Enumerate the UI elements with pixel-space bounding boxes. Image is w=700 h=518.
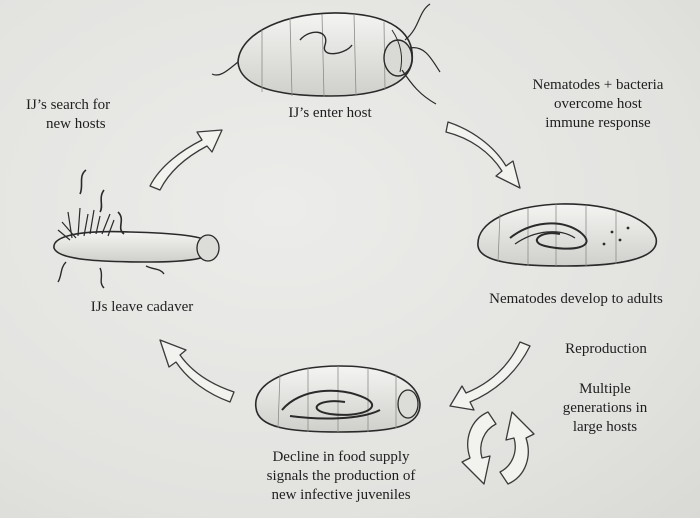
arrow-develop-to-decline	[450, 342, 530, 410]
larva-bottom-reproduction	[256, 366, 420, 432]
label-decline-line3: new infective juveniles	[230, 486, 452, 505]
label-search-hosts: IJ’s search for new hosts	[26, 96, 110, 134]
label-multiple-line1: Multiple	[540, 380, 670, 399]
label-decline-line1: Decline in food supply	[230, 448, 452, 467]
larva-left-cadaver	[54, 170, 219, 288]
label-overcome-immune: Nematodes + bacteria overcome host immun…	[506, 76, 690, 133]
label-decline-line2: signals the production of	[230, 467, 452, 486]
arrow-search-to-enter	[150, 130, 222, 190]
recycle-arrows-icon	[462, 412, 534, 484]
label-multiple-line3: large hosts	[540, 418, 670, 437]
label-develop-adults: Nematodes develop to adults	[464, 290, 688, 309]
larva-top-host	[212, 4, 440, 104]
label-overcome-line1: Nematodes + bacteria	[506, 76, 690, 95]
label-enter-host: IJ’s enter host	[272, 104, 388, 123]
label-search-hosts-line2: new hosts	[26, 115, 110, 134]
label-decline-food: Decline in food supply signals the produ…	[230, 448, 452, 505]
label-reproduction: Reproduction	[546, 340, 666, 359]
label-overcome-line2: overcome host	[506, 95, 690, 114]
label-overcome-line3: immune response	[506, 114, 690, 133]
label-leave-cadaver: IJs leave cadaver	[72, 298, 212, 317]
label-multiple-line2: generations in	[540, 399, 670, 418]
larva-right-adults	[478, 204, 656, 266]
label-multiple-generations: Multiple generations in large hosts	[540, 380, 670, 437]
arrow-decline-to-leave	[160, 340, 234, 402]
label-search-hosts-line1: IJ’s search for	[26, 96, 110, 115]
